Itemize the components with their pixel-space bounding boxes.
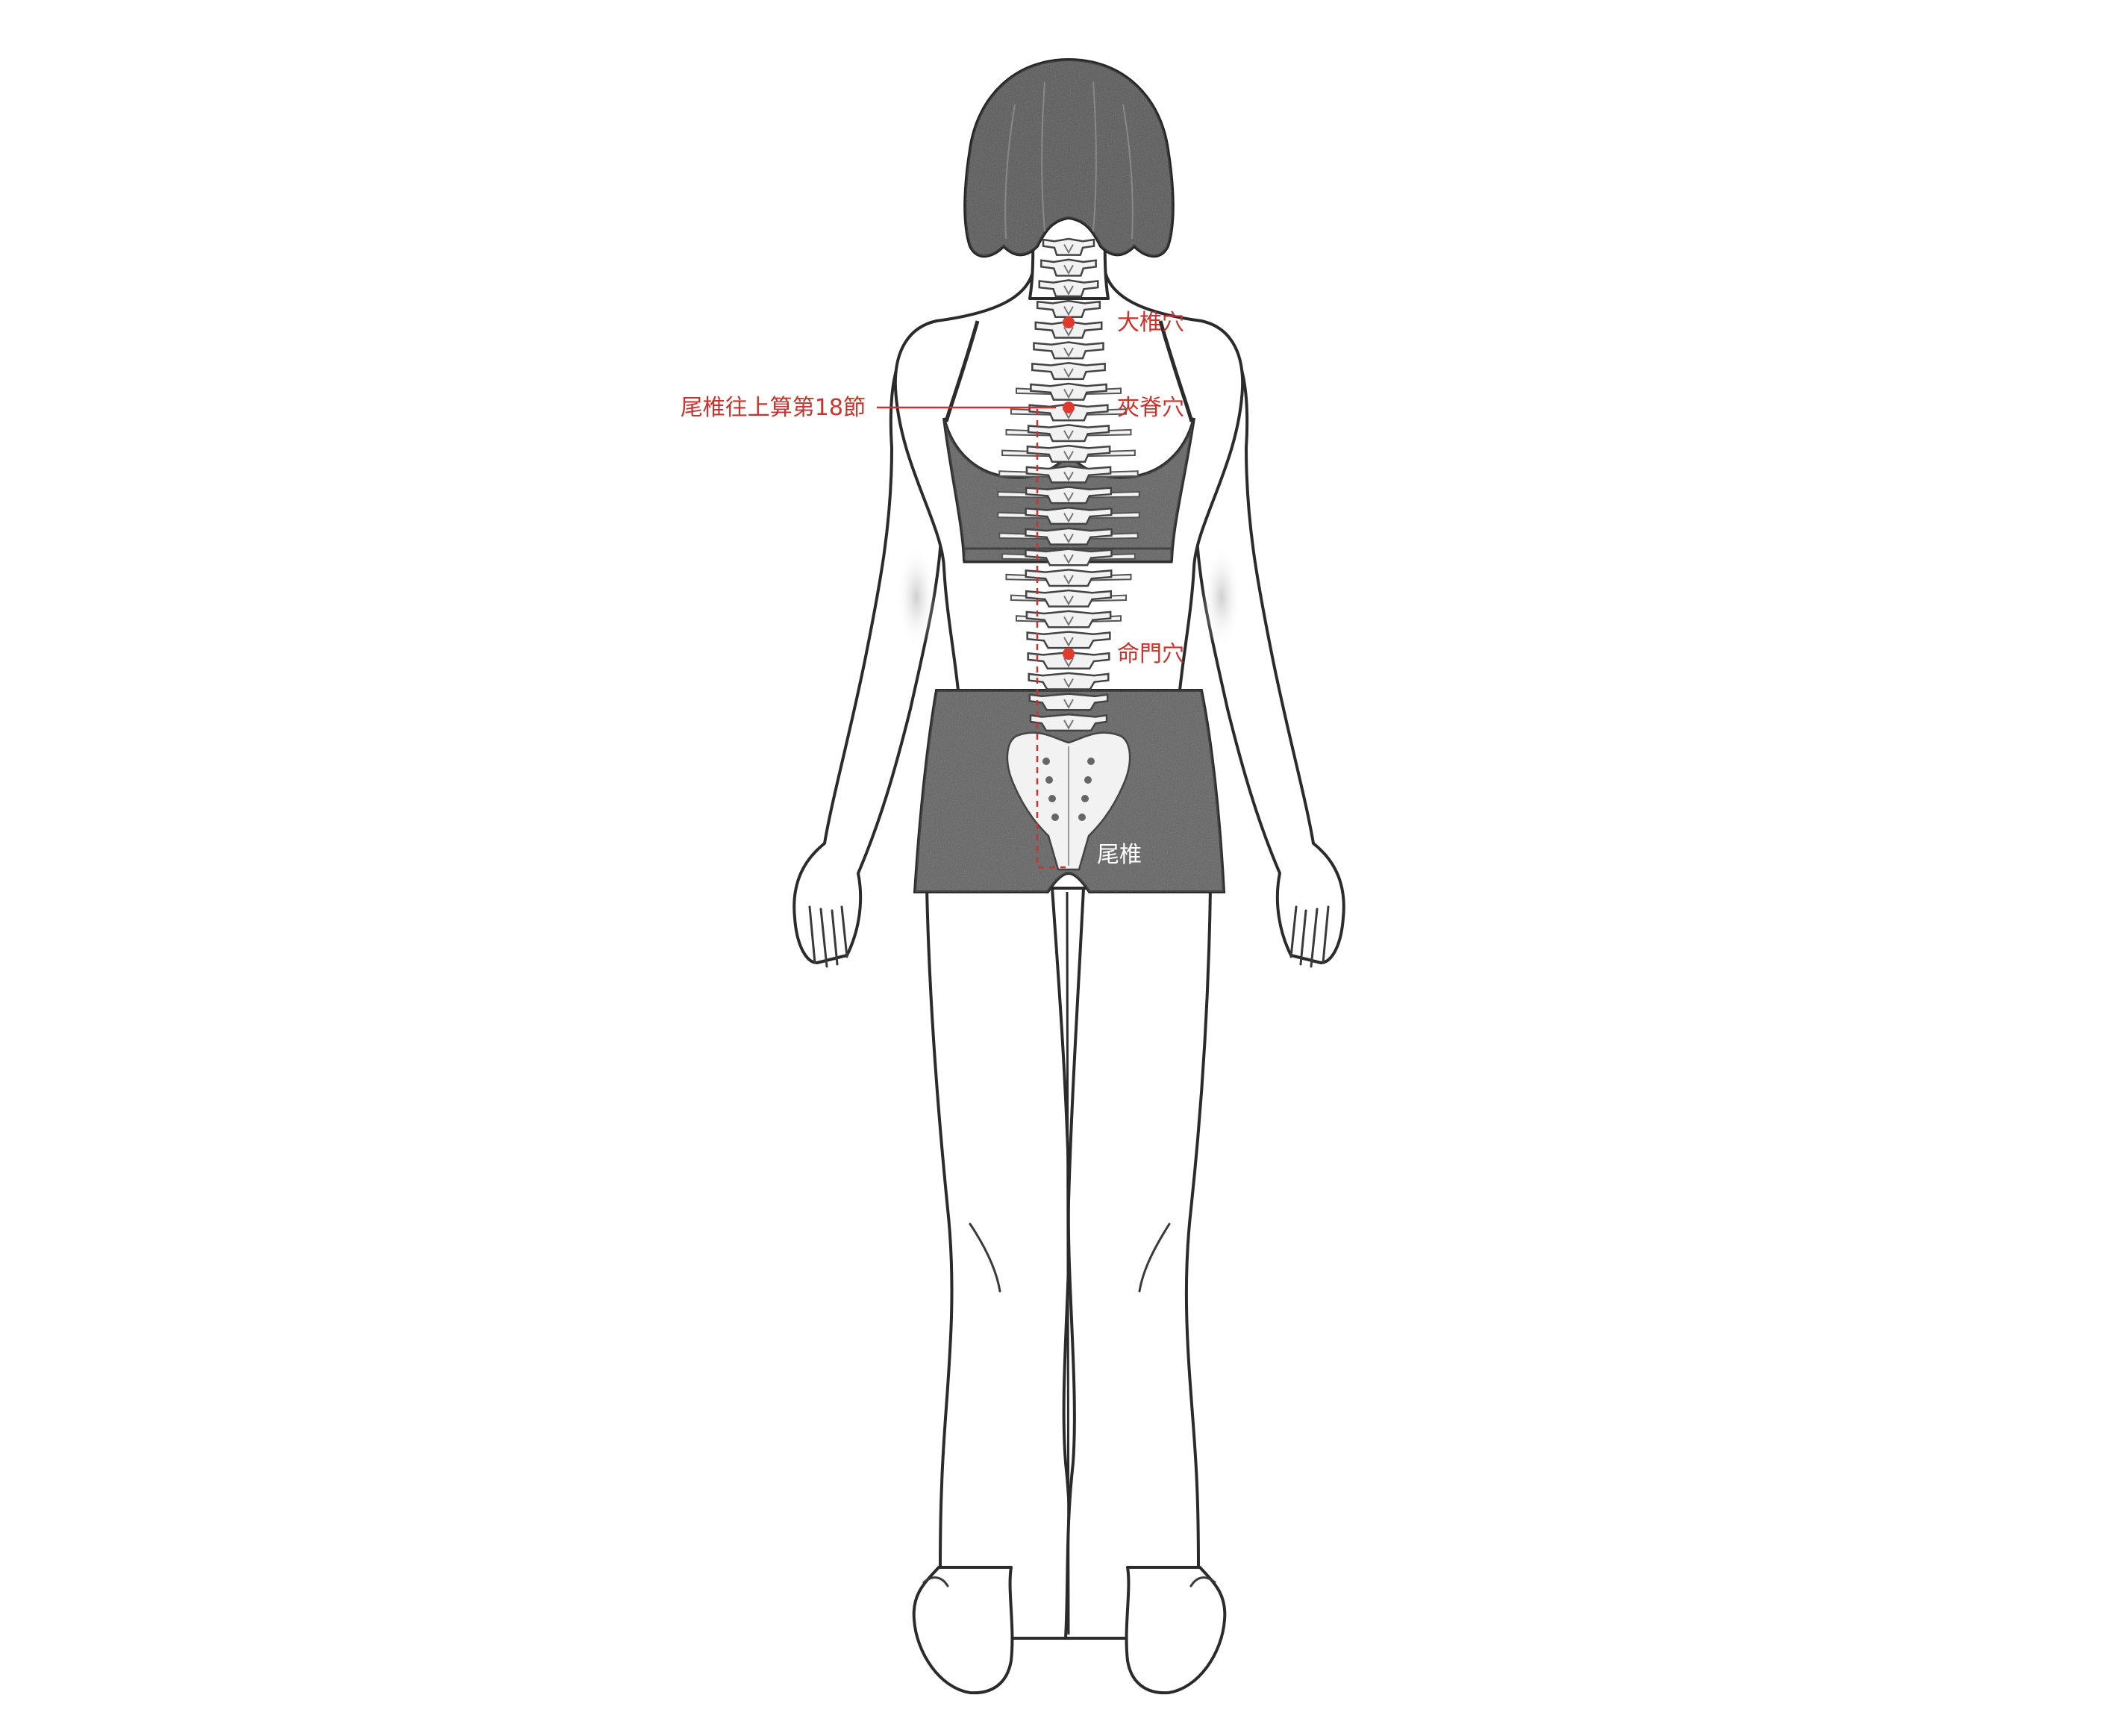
vertebra [1027, 651, 1110, 670]
label-mingmen: 命門穴 [1117, 641, 1184, 667]
vertebra [1040, 258, 1097, 277]
vertebra [997, 486, 1140, 505]
label-jiaji: 夾脊穴 [1117, 395, 1184, 421]
annotation-lines [877, 406, 1066, 869]
mingmen-point [1063, 648, 1075, 660]
vertebra [1033, 341, 1104, 360]
vertebra [1042, 237, 1095, 256]
vertebra [998, 465, 1139, 484]
vertebra [1028, 672, 1110, 690]
vertebra [1038, 279, 1099, 298]
label-dazhui: 大椎穴 [1117, 310, 1184, 336]
label-count-note: 尾椎往上算第18節 [681, 395, 866, 421]
dazhui-point [1063, 316, 1075, 328]
vertebra [1010, 589, 1128, 608]
vertebra [1016, 382, 1122, 401]
vertebra [1031, 361, 1106, 381]
vertebra [1028, 693, 1109, 711]
vertebra [997, 506, 1140, 525]
legs [925, 887, 1212, 1640]
vertebra [1001, 548, 1136, 566]
vertebra [998, 527, 1139, 546]
vertebra [1026, 631, 1111, 649]
label-coccyx: 尾椎 [1097, 842, 1142, 868]
vertebra [1029, 714, 1108, 732]
sacrum [1006, 731, 1131, 871]
vertebra [1036, 299, 1101, 318]
arms [792, 327, 1345, 968]
acupoints [1063, 316, 1075, 660]
vertebra [1016, 610, 1122, 628]
head [963, 57, 1175, 300]
feet [912, 1566, 1227, 1695]
vertebra [1001, 444, 1136, 463]
jiaji-point [1063, 402, 1075, 413]
vertebra [1034, 320, 1103, 339]
